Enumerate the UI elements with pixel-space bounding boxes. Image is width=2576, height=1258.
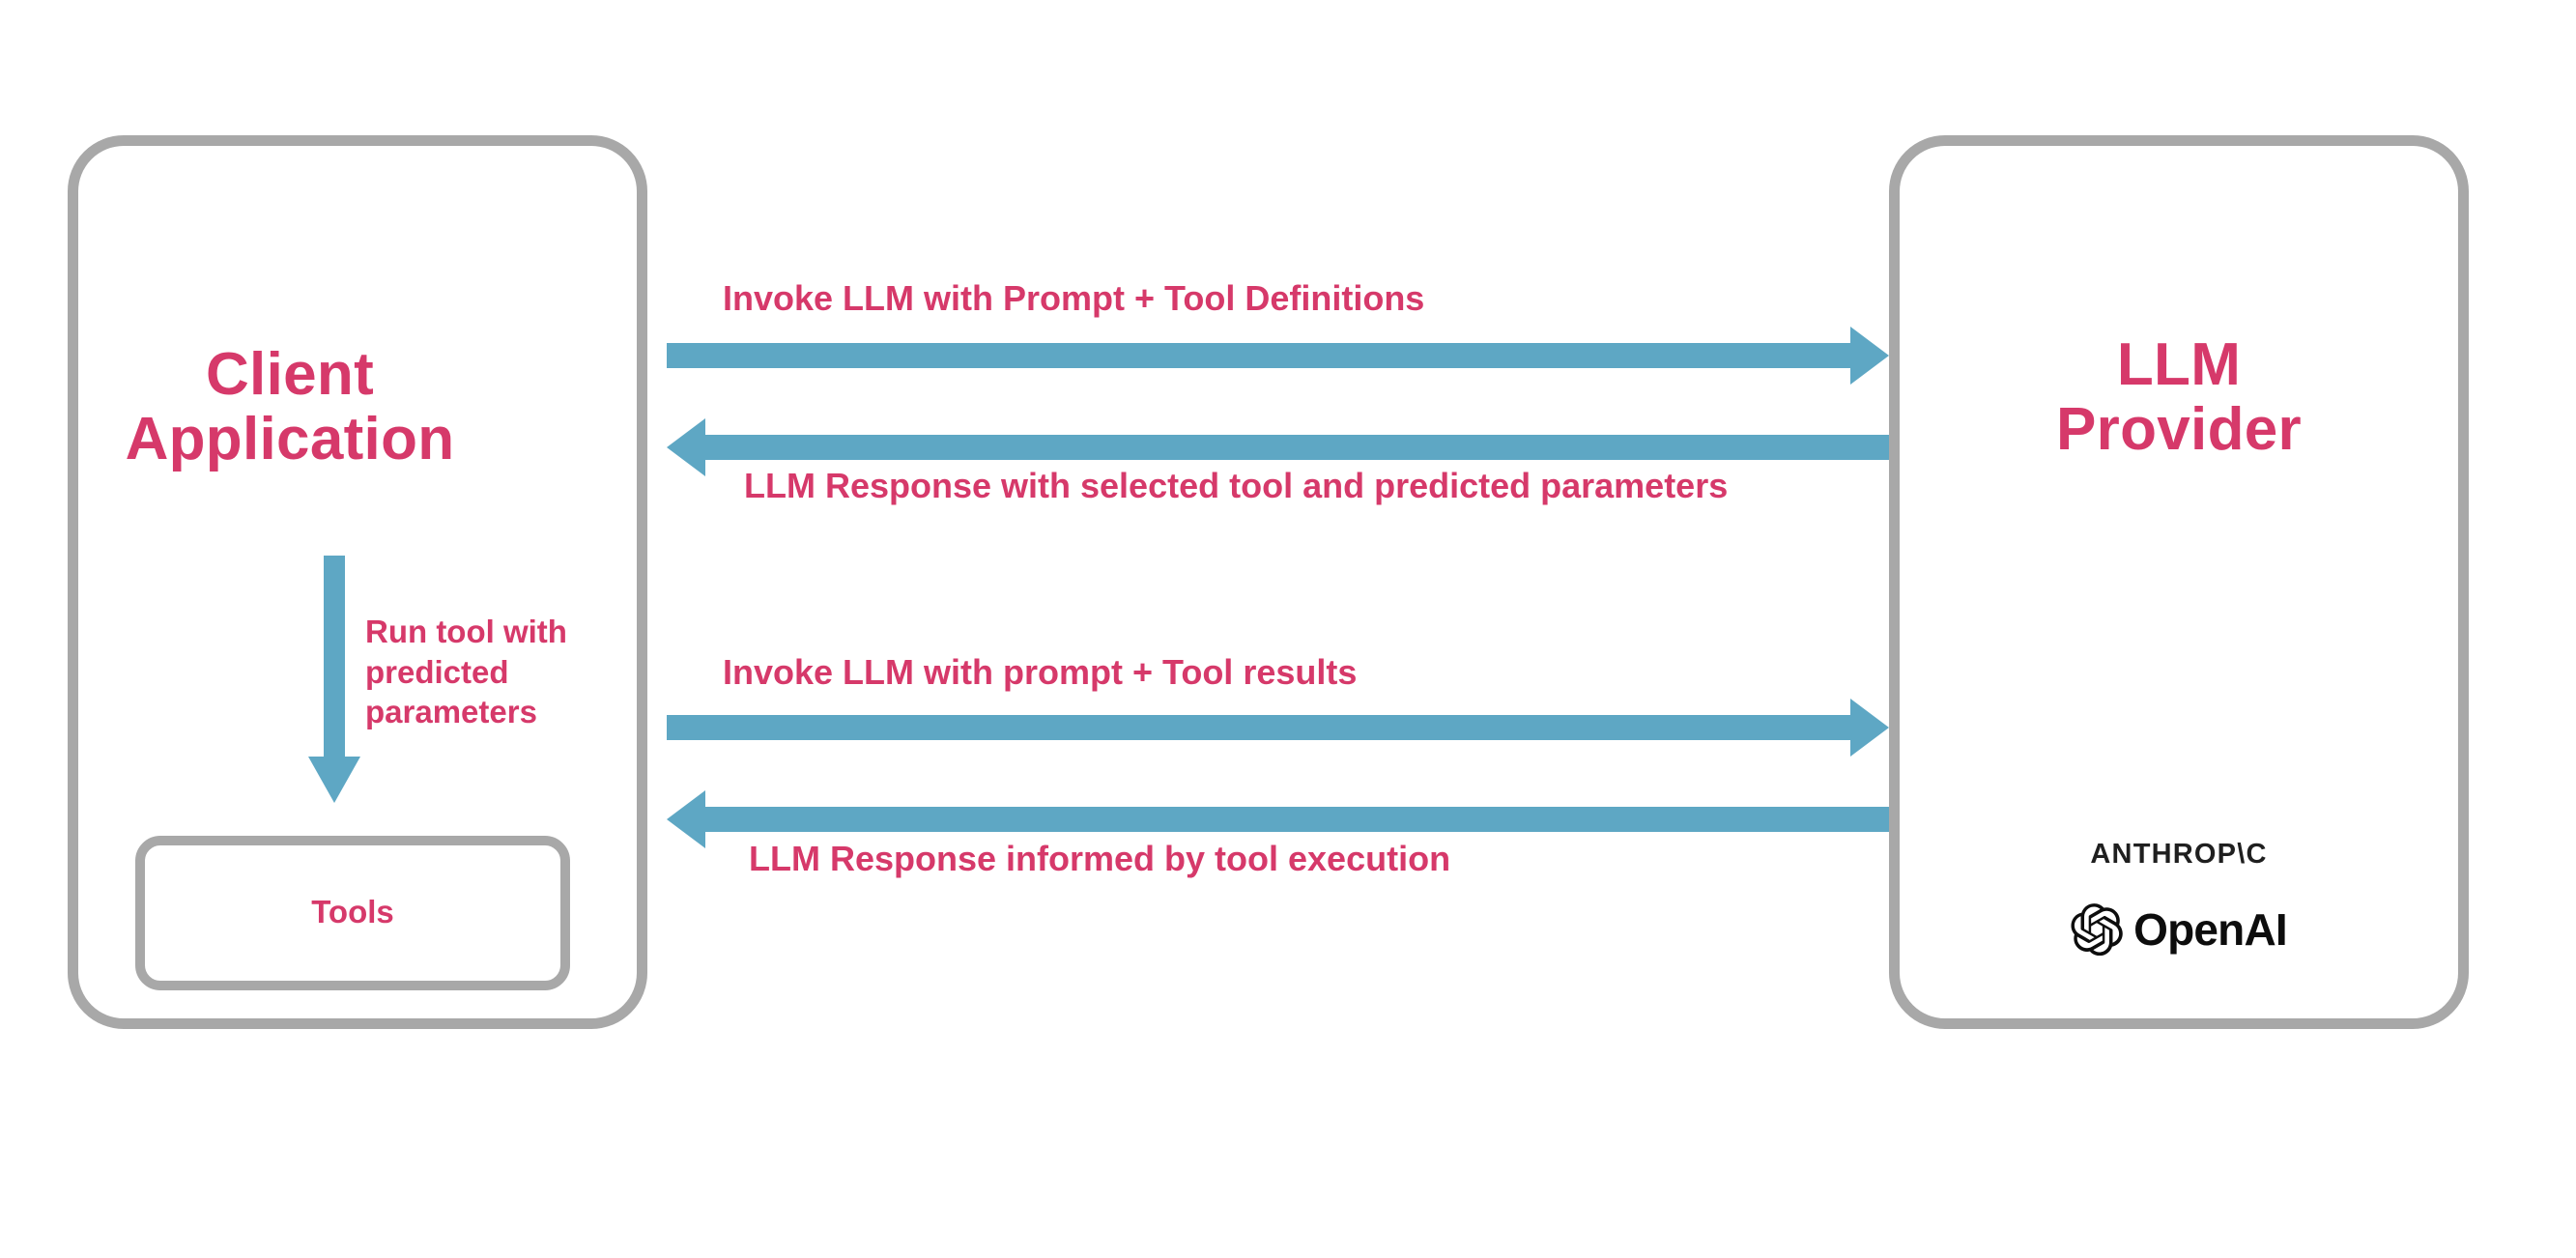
anthropic-logo: ANTHROP\C <box>2090 839 2268 870</box>
invoke-results-arrow-label: Invoke LLM with prompt + Tool results <box>723 652 1358 692</box>
llm-response-exec-arrowhead-icon <box>667 790 705 848</box>
invoke-tools-arrow-label: Invoke LLM with Prompt + Tool Definition… <box>723 278 1425 318</box>
client-application-title: Client Application <box>0 341 580 472</box>
llm-provider-title-line2: Provider <box>2056 395 2302 463</box>
llm-response-exec-arrow-shaft <box>705 807 1889 832</box>
invoke-tools-arrowhead-icon <box>1850 327 1889 385</box>
invoke-results-arrow <box>667 699 1889 757</box>
openai-logo: OpenAI <box>1889 903 2469 956</box>
openai-knot-icon <box>2071 903 2123 956</box>
llm-provider-title: LLM Provider <box>1889 331 2469 463</box>
run-tool-arrow-shaft <box>324 556 345 760</box>
invoke-tools-arrow <box>667 327 1889 385</box>
invoke-results-arrowhead-icon <box>1850 699 1889 757</box>
tools-label: Tools <box>311 894 394 929</box>
invoke-tools-arrow-shaft <box>667 343 1850 368</box>
openai-wordmark: OpenAI <box>2133 904 2288 955</box>
llm-provider-title-line1: LLM <box>2116 331 2242 398</box>
llm-response-tools-arrow-label: LLM Response with selected tool and pred… <box>744 466 1729 505</box>
run-tool-arrowhead-icon <box>308 757 360 803</box>
llm-response-tools-arrow <box>667 418 1889 476</box>
run-tool-arrow-label: Run tool with predicted parameters <box>365 614 567 730</box>
llm-response-tools-arrowhead-icon <box>667 418 705 476</box>
run-tool-arrow <box>308 556 360 803</box>
client-application-title-line2: Application <box>125 405 455 472</box>
llm-response-tools-arrow-shaft <box>705 435 1889 460</box>
invoke-results-arrow-shaft <box>667 715 1850 740</box>
tools-box[interactable] <box>135 836 570 990</box>
llm-response-exec-arrow <box>667 790 1889 848</box>
llm-response-exec-arrow-label: LLM Response informed by tool execution <box>749 839 1451 878</box>
client-application-title-line1: Client <box>205 341 375 408</box>
llm-provider-box[interactable] <box>1889 135 2469 1029</box>
